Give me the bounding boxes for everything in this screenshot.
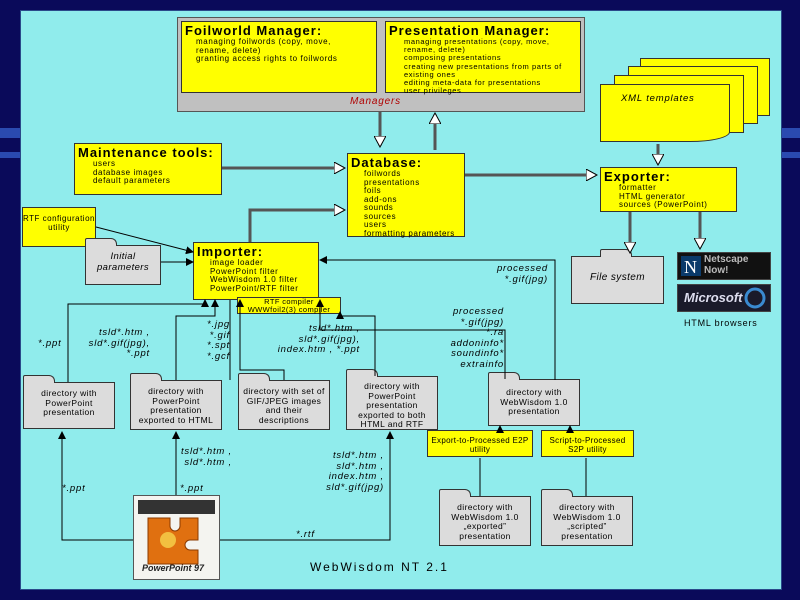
microsoft-logo: Microsoft (677, 284, 771, 312)
netscape-text: Netscape Now! (704, 254, 749, 276)
file-system-folder: File system (571, 249, 664, 304)
html-dir-label: directory with PowerPoint presentation e… (138, 386, 214, 425)
flow-label-processed: processed*.gif(jpg) (496, 263, 548, 285)
gif-dir-label: directory with set of GIF/JPEG images an… (243, 386, 325, 425)
flow-label-ppt-left: *.ppt (38, 338, 62, 349)
database-title: Database: (351, 155, 423, 170)
maintenance-tools-title: Maintenance tools: (78, 145, 214, 160)
exporter-box: Exporter: formatter HTML generator sourc… (600, 167, 737, 212)
ppt-dir-folder: directory with PowerPoint presentation (23, 375, 115, 429)
flow-label-tsld-1: tsld*.htm ,sld*.gif(jpg),*.ppt (88, 327, 150, 359)
ww-dir-label: directory with WebWisdom 1.0 presentatio… (500, 387, 568, 416)
foilworld-manager-items: managing foilwords (copy, move, rename, … (196, 37, 338, 64)
exported-dir-folder: directory with WebWisdom 1.0 „exported” … (439, 489, 531, 546)
netscape-logo: N Netscape Now! (677, 252, 771, 280)
script-util-box: Script-to-Processed S2P utility (541, 430, 634, 457)
flow-label-ppt-bottom: *.ppt (62, 483, 86, 494)
netscape-n-icon: N (681, 256, 701, 276)
ppt-dir-label: directory with PowerPoint presentation (41, 388, 97, 417)
ie-e-icon (744, 287, 766, 309)
exporter-title: Exporter: (604, 169, 671, 184)
foilworld-manager-title: Foilworld Manager: (185, 23, 323, 38)
presentation-manager-title: Presentation Manager: (389, 23, 551, 38)
flow-label-tsld-4: tsld*.htm ,sld*.htm ,index.htm ,sld*.gif… (326, 450, 384, 493)
scripted-dir-label: directory with WebWisdom 1.0 „scripted” … (553, 502, 621, 541)
importer-items: image loader PowerPoint filter WebWisdom… (210, 258, 299, 293)
flow-label-tsld-2: tsld*.htm ,sld*.gif(jpg),index.htm , *.p… (277, 323, 360, 355)
flow-label-ppt-mid: *.ppt (180, 483, 204, 494)
flow-label-rtf: *.rtf (296, 529, 315, 540)
maintenance-tools-items: users database images default parameters (93, 159, 171, 186)
rtf-compiler-label: RTF compiler (264, 297, 314, 306)
script-util-label: Script-to-Processed S2P utility (549, 436, 626, 454)
rtf-config-box: RTF configuration utility (22, 207, 96, 247)
managers-label: Managers (350, 96, 401, 107)
powerpoint-box-image: PowerPoint 97 (133, 495, 220, 580)
powerpoint-label: PowerPoint 97 (142, 563, 205, 573)
database-items: foilwords presentations foils add-ons so… (364, 169, 455, 238)
database-box: Database: foilwords presentations foils … (347, 153, 465, 237)
html-dir-folder: directory with PowerPoint presentation e… (130, 373, 222, 430)
initial-parameters-folder: Initial parameters (85, 238, 161, 285)
both-dir-folder: directory with PowerPoint presentation e… (346, 369, 438, 430)
presentation-manager-box: Presentation Manager: managing presentat… (385, 21, 581, 96)
initial-parameters-label: Initial parameters (96, 251, 150, 273)
microsoft-text: Microsoft (684, 290, 743, 305)
scripted-dir-folder: directory with WebWisdom 1.0 „scripted” … (541, 489, 633, 546)
svg-text:N: N (684, 257, 697, 276)
xml-templates-label: XML templates (621, 93, 695, 104)
ww-dir-folder: directory with WebWisdom 1.0 presentatio… (488, 372, 580, 426)
file-system-label: File system (590, 272, 645, 283)
export-util-box: Export-to-Processed E2P utility (427, 430, 533, 457)
footer-title: WebWisdom NT 2.1 (310, 560, 449, 574)
importer-box: Importer: image loader PowerPoint filter… (193, 242, 319, 300)
presentation-manager-items: managing presentations (copy, move, rena… (404, 37, 562, 96)
wwwfoil-compiler-label: WWWfoil2(3) compiler (247, 305, 331, 314)
rtf-compiler-box: RTF compiler WWWfoil2(3) compiler (237, 297, 341, 314)
both-dir-label: directory with PowerPoint presentation e… (358, 381, 426, 429)
rtf-config-label: RTF configuration utility (23, 214, 95, 232)
powerpoint-puzzle-icon (138, 500, 215, 565)
exported-dir-label: directory with WebWisdom 1.0 „exported” … (451, 502, 519, 541)
html-browsers-label: HTML browsers (684, 318, 758, 328)
flow-label-tsld-3: tsld*.htm ,sld*.htm , (180, 446, 232, 468)
flow-label-jpg: *.jpg*.gif*.spt*.gcf (206, 319, 230, 362)
exporter-items: formatter HTML generator sources (PowerP… (619, 183, 708, 210)
foilworld-manager-box: Foilworld Manager: managing foilwords (c… (181, 21, 377, 93)
export-util-label: Export-to-Processed E2P utility (431, 436, 529, 454)
importer-title: Importer: (197, 244, 264, 259)
xml-templates-box: XML templates (600, 84, 730, 142)
gif-dir-folder: directory with set of GIF/JPEG images an… (238, 373, 330, 430)
maintenance-tools-box: Maintenance tools: users database images… (74, 143, 222, 195)
